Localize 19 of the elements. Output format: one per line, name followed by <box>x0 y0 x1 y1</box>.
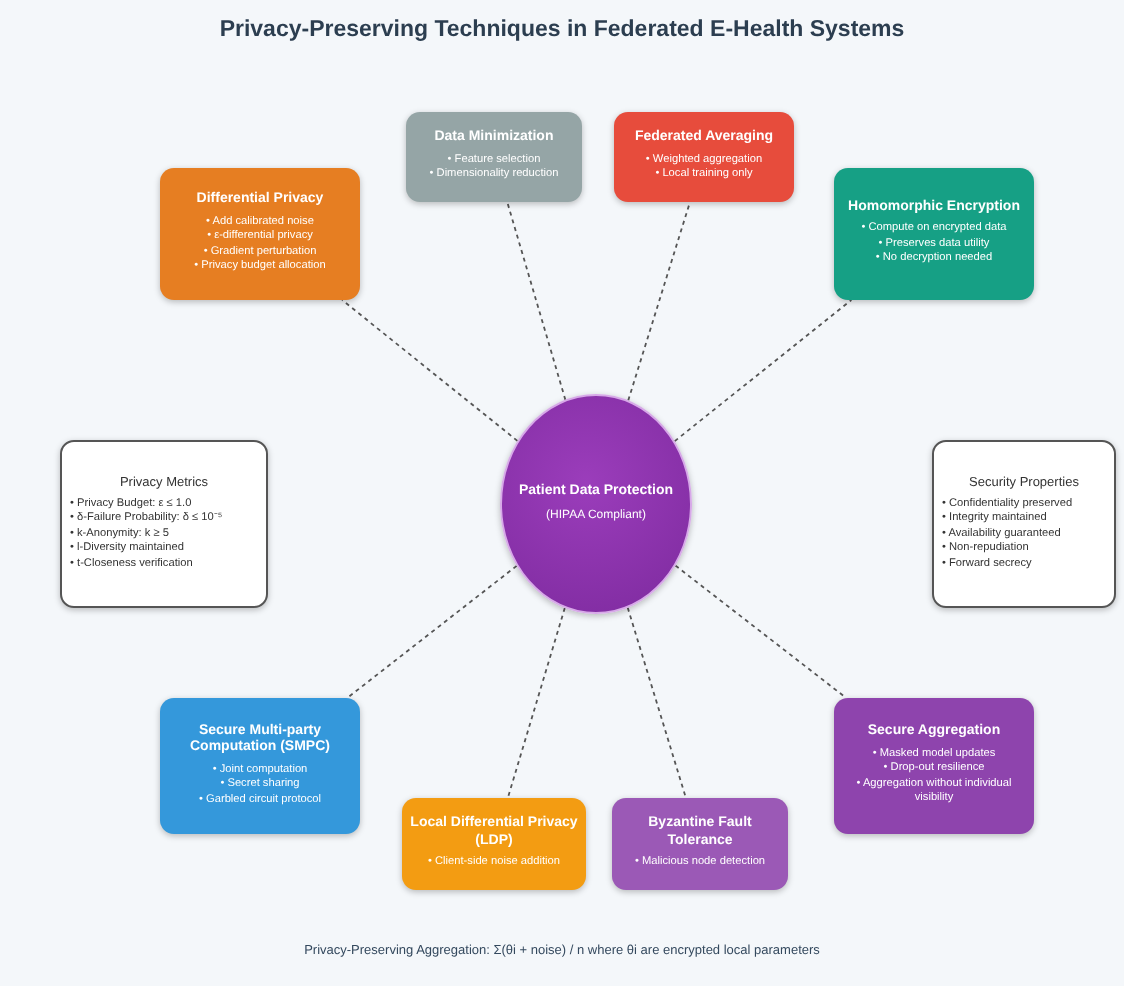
dashed-connector <box>674 564 848 699</box>
technique-box <box>612 798 788 890</box>
dashed-connector <box>673 299 853 442</box>
diagram-title: Privacy-Preserving Techniques in Federated E-Health Systems <box>217 18 907 42</box>
technique-box <box>834 698 1034 834</box>
dashed-connector <box>341 299 519 442</box>
dashed-connector <box>627 201 691 402</box>
technique-box <box>406 112 582 202</box>
dashed-connector <box>346 565 518 699</box>
technique-box <box>402 798 586 890</box>
info-panel <box>932 440 1116 608</box>
technique-box <box>160 698 360 834</box>
technique-box <box>614 112 794 202</box>
technique-box <box>160 168 360 300</box>
info-panel <box>60 440 268 608</box>
dashed-connector <box>626 606 687 799</box>
dashed-connector <box>506 607 566 799</box>
technique-box <box>834 168 1034 300</box>
dashed-connector <box>506 201 567 401</box>
